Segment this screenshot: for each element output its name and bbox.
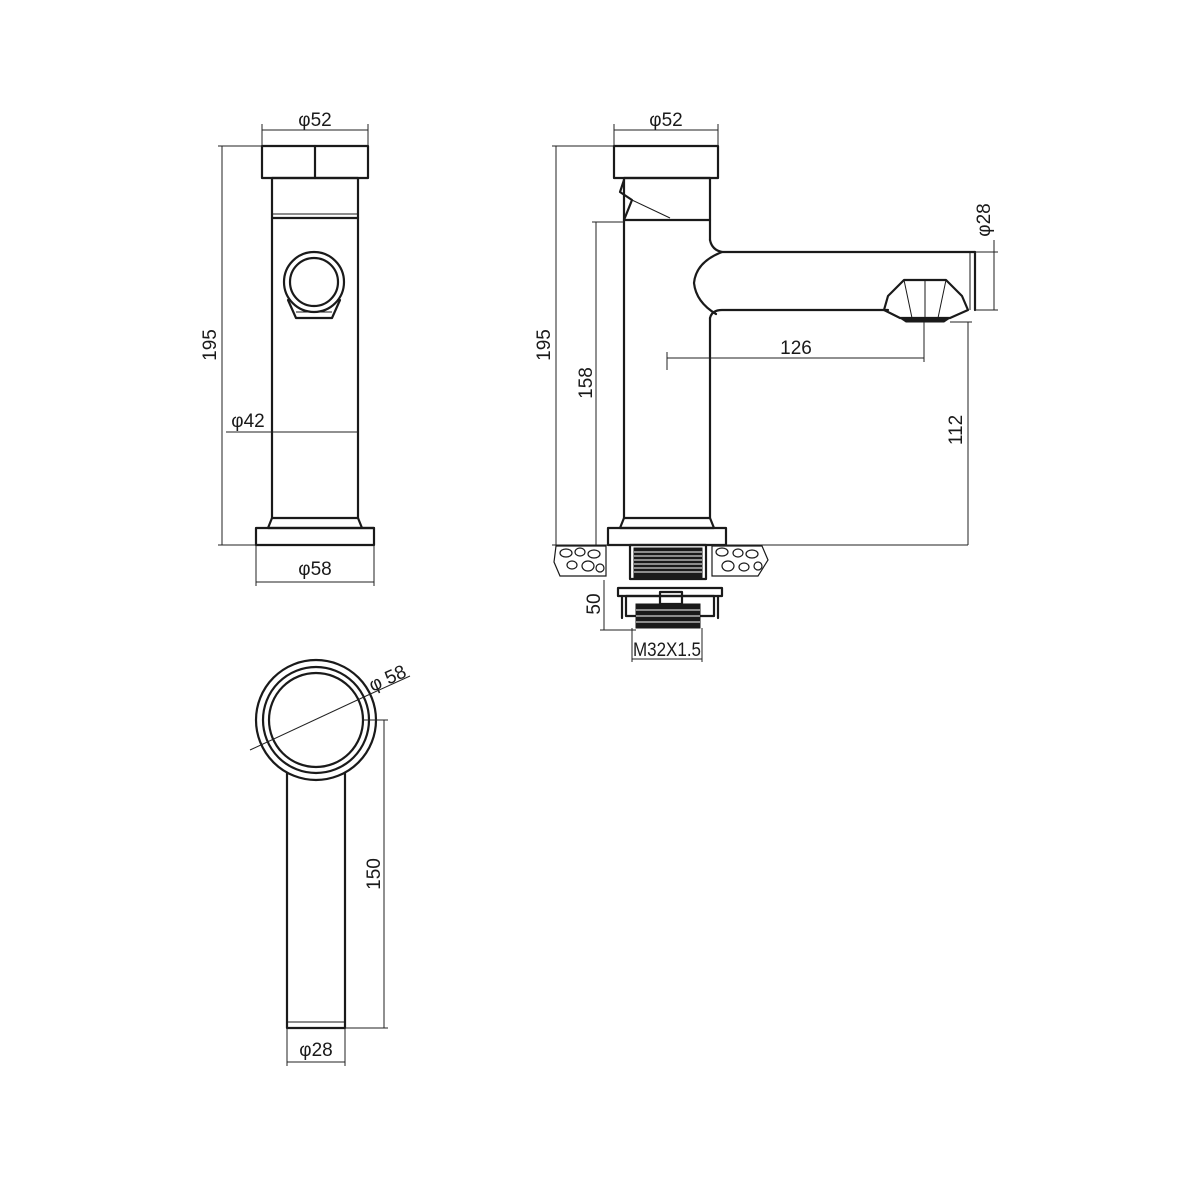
front-spout-outlet	[282, 250, 346, 320]
side-dim-thread: M32X1.5	[631, 628, 703, 662]
front-body-dia-label: φ42	[231, 411, 264, 432]
side-cap	[612, 144, 720, 180]
top-spout-dia-label: φ28	[299, 1040, 332, 1061]
top-spout	[285, 771, 347, 1030]
front-collar	[270, 176, 360, 220]
front-base-flare	[266, 516, 376, 530]
top-base-dia-label: φ 58	[366, 662, 410, 697]
side-height-total-label: 195	[534, 329, 555, 361]
front-dim-base-dia: φ58	[255, 545, 375, 586]
side-spout	[692, 238, 977, 323]
side-dim-reach: 126	[666, 322, 925, 370]
side-dim-top-dia: φ52	[613, 110, 719, 146]
top-cap-ring	[267, 671, 365, 769]
side-base-flare	[618, 516, 716, 530]
side-dim-height-body: 158	[576, 221, 624, 545]
side-shank-length-label: 50	[584, 593, 605, 614]
side-countertop-section	[553, 545, 769, 577]
side-reach-label: 126	[780, 338, 812, 359]
side-lever	[618, 178, 634, 222]
top-spout-length-label: 150	[364, 858, 385, 890]
side-top-dia-label: φ52	[649, 110, 682, 131]
side-view: φ52 195 158 φ28 126 112	[534, 110, 998, 662]
side-outlet-height-label: 112	[946, 415, 967, 445]
top-dim-spout-length: 150	[345, 719, 388, 1029]
front-view: φ52 195 φ42 φ58	[200, 110, 376, 586]
front-dim-height: 195	[200, 145, 262, 546]
side-threaded-shank	[616, 543, 724, 629]
side-dim-outlet-height: 112	[946, 321, 972, 545]
front-base-dia-label: φ58	[298, 559, 331, 580]
side-dim-spout-dia: φ28	[974, 203, 998, 311]
top-base-ring	[254, 658, 378, 782]
side-thread-label: M32X1.5	[633, 640, 701, 661]
side-collar	[622, 176, 712, 222]
front-height-label: 195	[200, 329, 221, 361]
side-spout-dia-label: φ28	[974, 203, 995, 236]
top-view: φ 58 150 φ28	[249, 658, 411, 1066]
front-dim-body-dia: φ42	[226, 411, 358, 433]
top-dim-spout-dia: φ28	[286, 1028, 346, 1066]
side-aerator	[882, 278, 970, 320]
front-top-dia-label: φ52	[298, 110, 331, 131]
side-height-body-label: 158	[576, 367, 597, 399]
front-dim-top-dia: φ52	[261, 110, 369, 146]
side-dim-shank: 50	[584, 580, 636, 631]
front-base	[254, 526, 376, 547]
side-dim-height-total: 195	[534, 145, 968, 546]
side-base	[606, 526, 728, 547]
